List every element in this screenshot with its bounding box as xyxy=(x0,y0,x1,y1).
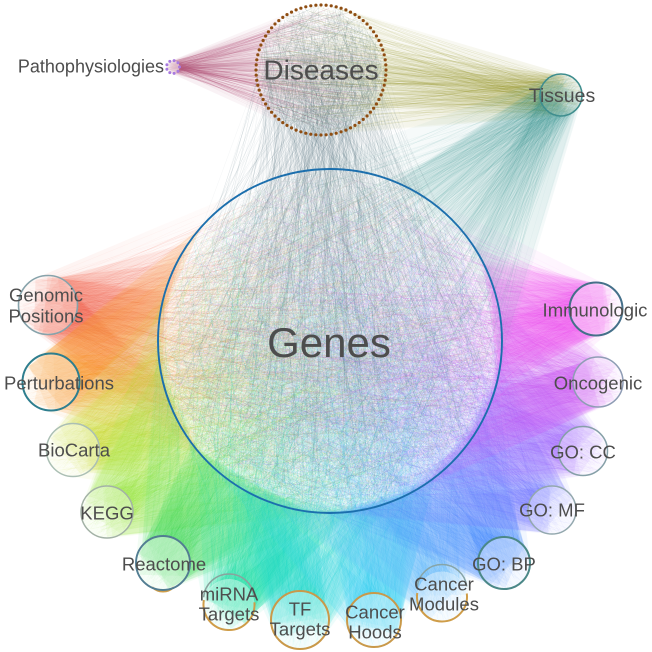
edge-bundle-tissues-to-genes xyxy=(166,73,582,508)
node-ring-immunologic xyxy=(568,281,624,337)
node-circle-cancer-modules xyxy=(417,571,467,622)
hub-rings xyxy=(157,3,503,514)
node-circle-mirna-targets xyxy=(203,579,255,630)
edge-bundles-gray xyxy=(159,5,502,513)
node-ring-kegg xyxy=(80,485,134,539)
node-ring-perturbations xyxy=(21,352,81,412)
edge-bundle-genes-to-genes xyxy=(159,170,502,513)
node-circle-go-bp xyxy=(478,537,530,589)
node-circles xyxy=(17,60,624,650)
node-ring-genomic-positions xyxy=(17,274,79,336)
node-circle-cancer-hoods xyxy=(347,593,401,647)
edge-bundle-pathophysiologies-to-diseases xyxy=(166,8,385,133)
edge-bundle-diseases-to-diseases xyxy=(256,5,386,135)
node-ring-reactome xyxy=(135,535,191,591)
node-ring-go-cc xyxy=(557,425,609,477)
node-ring-biocarta xyxy=(45,422,101,478)
node-ring-go-mf xyxy=(527,485,577,535)
node-ring-cancer-hoods xyxy=(346,592,402,648)
node-ring-tf-targets xyxy=(270,590,330,650)
node-ring-pathophysiologies xyxy=(165,59,181,75)
node-circle-reactome xyxy=(136,536,190,590)
node-ring-modules-back xyxy=(416,563,468,587)
node-ring-genes xyxy=(157,168,503,514)
node-ring-tissues xyxy=(539,73,583,117)
node-circle-genomic-positions xyxy=(18,275,78,335)
edge-bundles-colored xyxy=(18,5,623,649)
node-circle-tissues xyxy=(540,74,582,116)
node-ring-mirna-targets xyxy=(202,599,256,632)
node-circle-biocarta xyxy=(46,423,100,477)
node-ring-diseases xyxy=(254,3,388,137)
node-ring-go-bp xyxy=(477,536,531,590)
node-ring-cancer-modules xyxy=(416,592,468,623)
edge-bundle-diseases-to-genes xyxy=(159,5,501,512)
node-circle-pathophysiologies xyxy=(166,60,180,74)
edge-bundle-immunologic-to-genes xyxy=(158,178,623,505)
node-circle-go-cc xyxy=(558,426,608,476)
node-ring-oncogenic xyxy=(572,356,624,408)
node-circle-perturbations xyxy=(22,353,80,411)
node-ring-mirna-back xyxy=(202,573,256,598)
node-circle-tf-targets xyxy=(271,591,329,649)
node-circle-immunologic xyxy=(569,282,623,336)
node-circle-go-mf xyxy=(528,486,576,534)
node-circle-oncogenic xyxy=(573,357,623,407)
node-circle-kegg xyxy=(81,486,133,538)
